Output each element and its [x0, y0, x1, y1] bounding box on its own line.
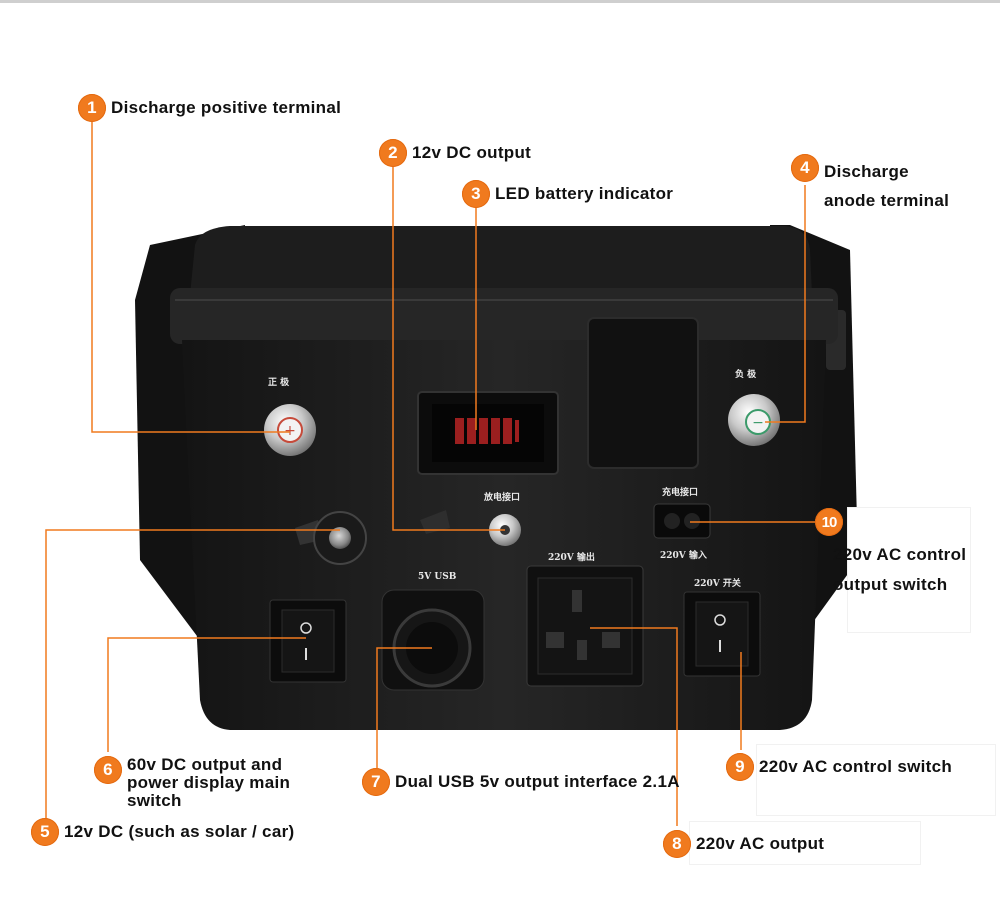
- callout-text: Discharge anode terminal: [824, 162, 950, 210]
- callout-8: 8 220v AC output: [663, 830, 825, 858]
- callout-3: 3 LED battery indicator: [462, 180, 674, 208]
- callout-leader-lines: [45, 122, 818, 826]
- callout-badge: 5: [31, 818, 59, 846]
- lid-rim: [170, 288, 838, 344]
- callout-badge: 7: [362, 768, 390, 796]
- callout-badge: 8: [663, 830, 691, 858]
- callout-badge: 9: [726, 753, 754, 781]
- callout-badge: 4: [791, 154, 819, 182]
- callout-text: 60v DC output and power display main swi…: [127, 755, 291, 810]
- callout-4: 4 Discharge anode terminal: [791, 154, 950, 216]
- callout-text: Discharge positive terminal: [111, 98, 342, 117]
- callout-badge: 2: [379, 139, 407, 167]
- panel-label-discharge-port: 放电接口: [484, 493, 521, 503]
- callout-text: 220v AC output: [696, 834, 825, 853]
- svg-text:+: +: [284, 423, 296, 439]
- callout-10: 10 220v AC control output switch: [815, 508, 967, 600]
- ac-inlet: [653, 503, 711, 539]
- top-border: [0, 0, 1000, 3]
- callout-text: 12v DC output: [412, 143, 532, 162]
- panel-label-charge-port: 充电接口: [662, 488, 699, 498]
- panel-label-ac-out: 220V 输出: [548, 553, 595, 563]
- callout-1: 1 Discharge positive terminal: [78, 94, 342, 122]
- callout-2: 2 12v DC output: [379, 139, 532, 167]
- case-lid: [190, 226, 812, 295]
- callout-5: 5 12v DC (such as solar / car): [31, 818, 295, 846]
- label-backdrop-8: [690, 822, 920, 864]
- label-backdrop-9: [757, 745, 995, 815]
- panel-label-positive: 正 极: [268, 378, 290, 388]
- handle-recess: [587, 317, 699, 469]
- callout-text: 220v AC control output switch: [833, 545, 967, 594]
- callout-9: 9 220v AC control switch: [726, 753, 953, 781]
- panel-label-ac-switch: 220V 开关: [694, 579, 741, 589]
- panel-label-ac-in: 220V 输入: [660, 551, 707, 561]
- svg-text:−: −: [752, 415, 764, 431]
- callout-badge: 10: [815, 508, 843, 536]
- label-backdrop-10: [848, 508, 970, 632]
- callout-text: LED battery indicator: [495, 184, 674, 203]
- callout-6: 6 60v DC output and power display main s…: [94, 756, 290, 810]
- callout-badge: 6: [94, 756, 122, 784]
- panel-label-negative: 负 极: [735, 370, 757, 380]
- callout-text: Dual USB 5v output interface 2.1A: [395, 772, 680, 791]
- callout-text: 12v DC (such as solar / car): [64, 822, 295, 841]
- callout-text: 220v AC control switch: [759, 757, 953, 776]
- callout-badge: 1: [78, 94, 106, 122]
- panel-label-usb: 5V USB: [418, 572, 457, 582]
- callout-7: 7 Dual USB 5v output interface 2.1A: [362, 768, 680, 796]
- callout-badge: 3: [462, 180, 490, 208]
- led-battery-bars: [455, 418, 519, 444]
